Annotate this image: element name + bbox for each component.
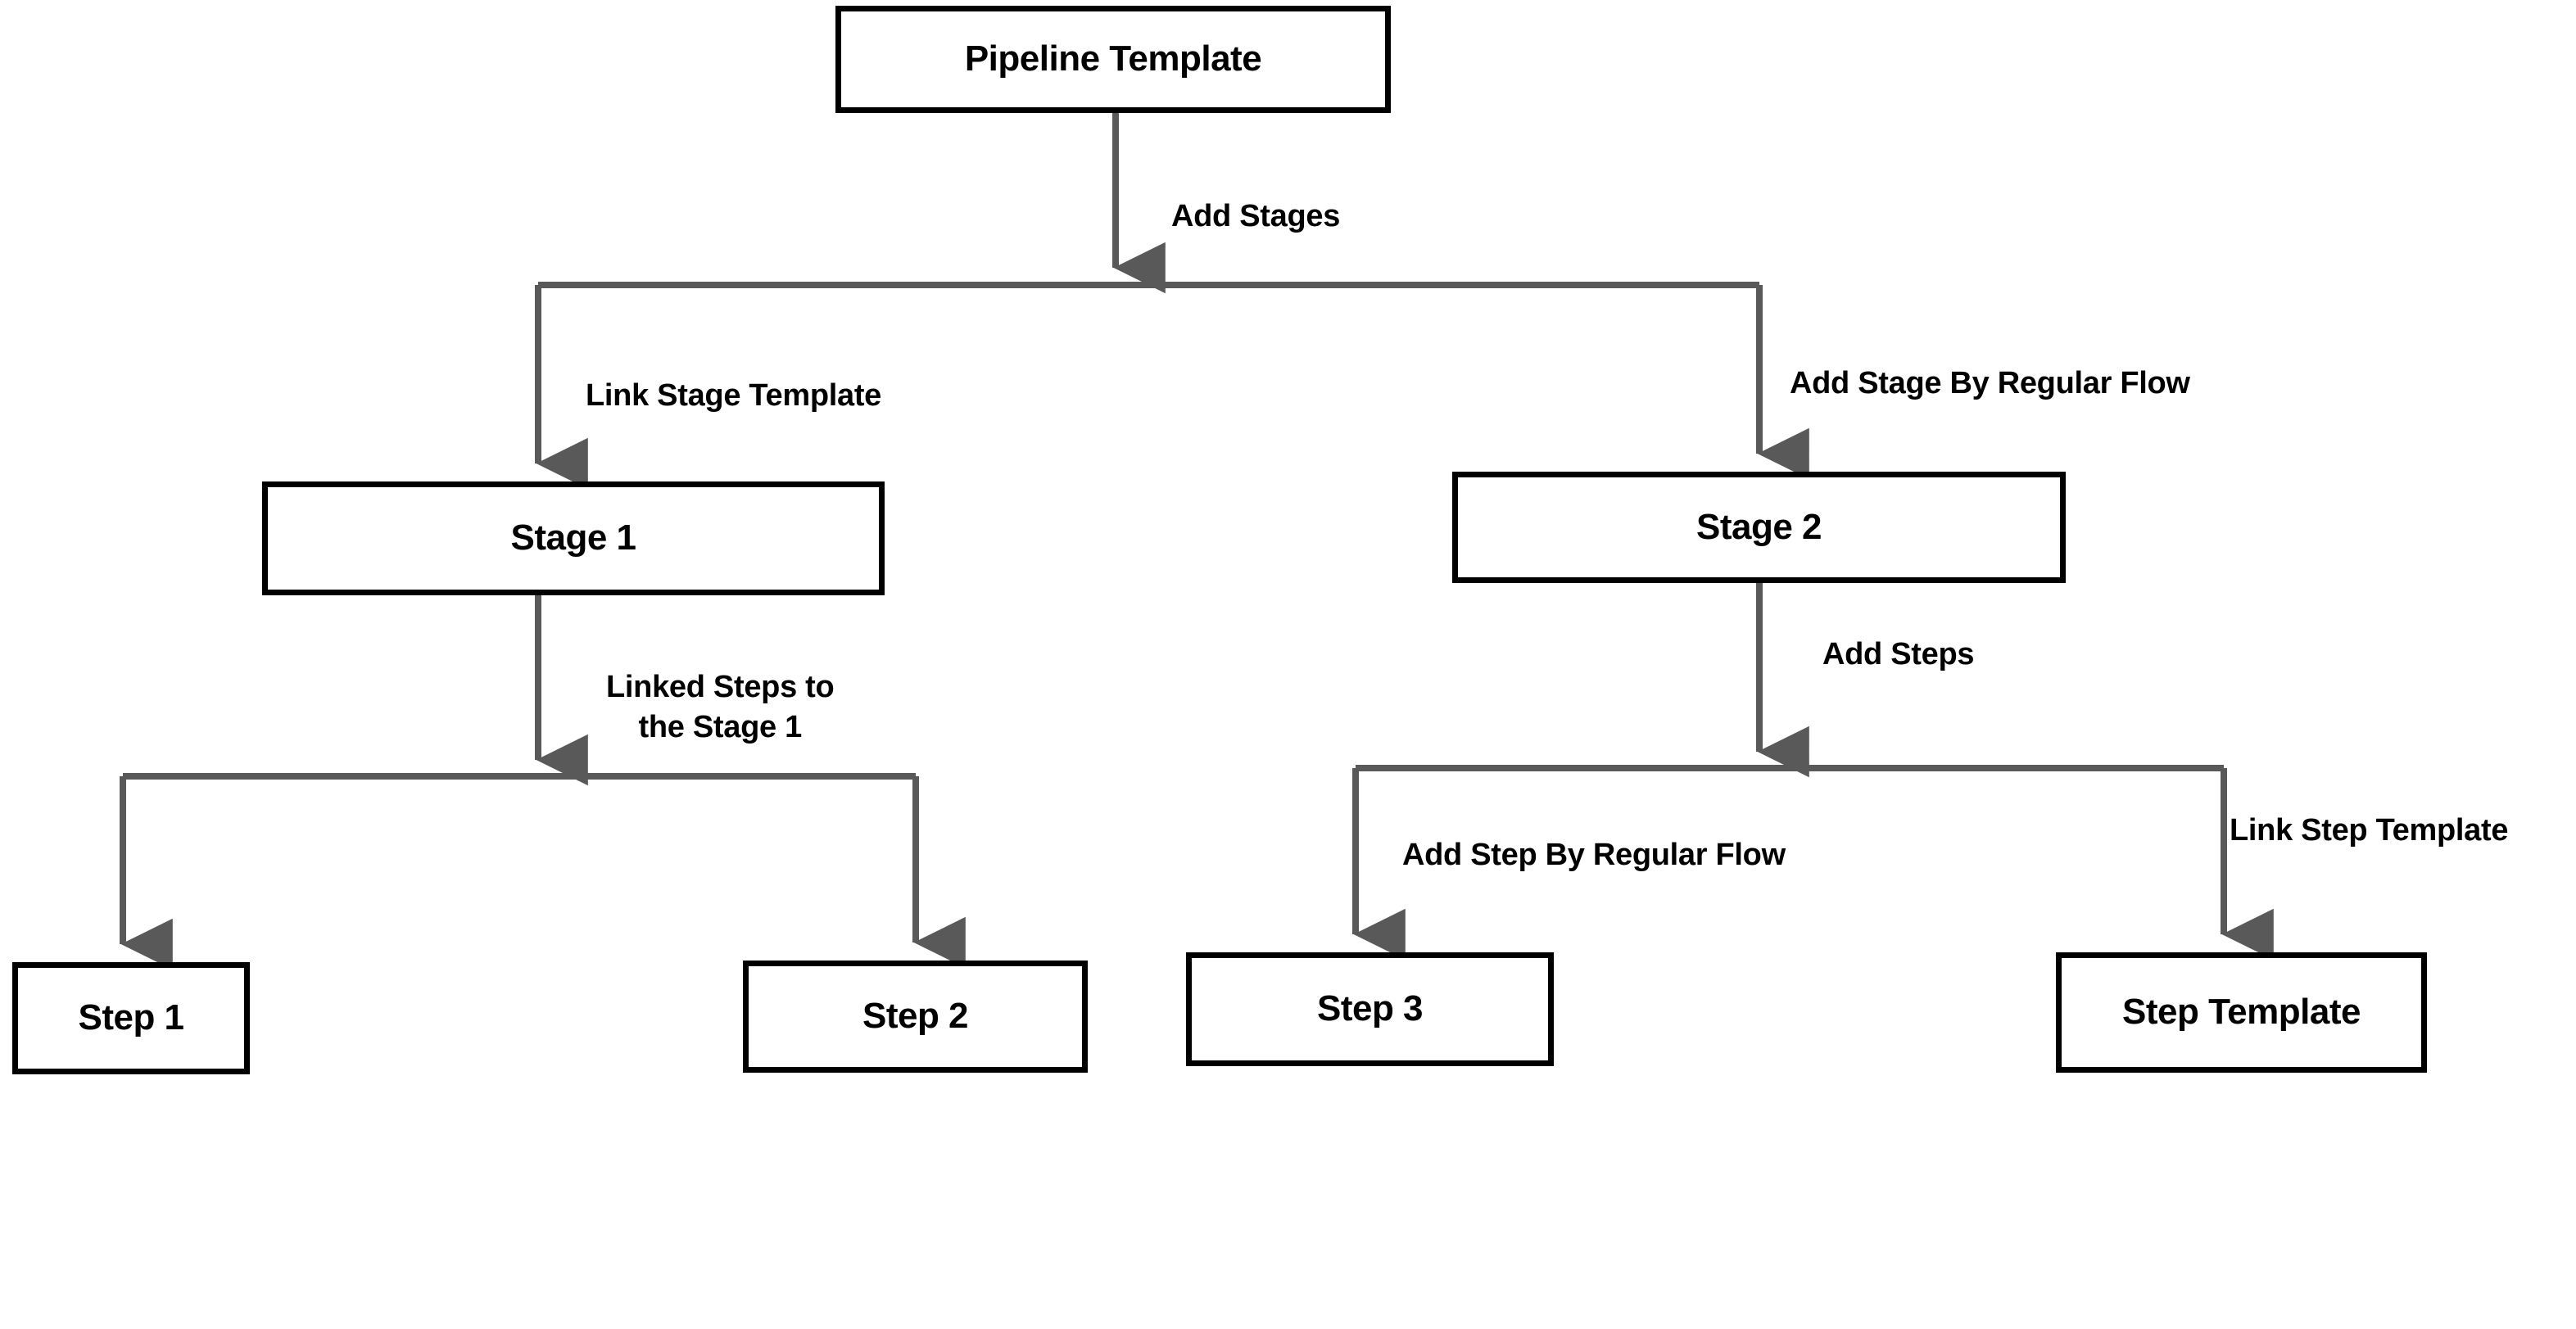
node-step-3[interactable]: Step 3	[1186, 952, 1554, 1066]
node-step-template-label: Step Template	[2122, 992, 2361, 1033]
node-stage-1-label: Stage 1	[510, 518, 636, 558]
node-stage-1[interactable]: Stage 1	[262, 481, 885, 595]
edge-label-add-steps: Add Steps	[1822, 637, 1975, 671]
node-step-2-label: Step 2	[862, 996, 969, 1037]
node-pipeline-template[interactable]: Pipeline Template	[835, 6, 1391, 113]
edge-label-link-step-template: Link Step Template	[2230, 813, 2509, 848]
node-step-template[interactable]: Step Template	[2056, 952, 2427, 1073]
edge-label-add-stages: Add Stages	[1171, 199, 1341, 233]
node-pipeline-template-label: Pipeline Template	[964, 38, 1262, 79]
edge-label-add-step-by-regular-flow: Add Step By Regular Flow	[1402, 838, 1786, 872]
node-stage-2[interactable]: Stage 2	[1452, 472, 2066, 583]
edge-label-add-stage-by-regular-flow: Add Stage By Regular Flow	[1790, 366, 2190, 400]
node-step-1[interactable]: Step 1	[12, 962, 250, 1074]
node-stage-2-label: Stage 2	[1695, 506, 1822, 547]
edge-label-link-stage-template: Link Stage Template	[586, 378, 882, 413]
edge-label-linked-steps-to-stage-1: Linked Steps to the Stage 1	[606, 670, 835, 744]
node-step-1-label: Step 1	[78, 997, 184, 1038]
node-step-3-label: Step 3	[1316, 988, 1424, 1029]
node-step-2[interactable]: Step 2	[743, 961, 1088, 1073]
